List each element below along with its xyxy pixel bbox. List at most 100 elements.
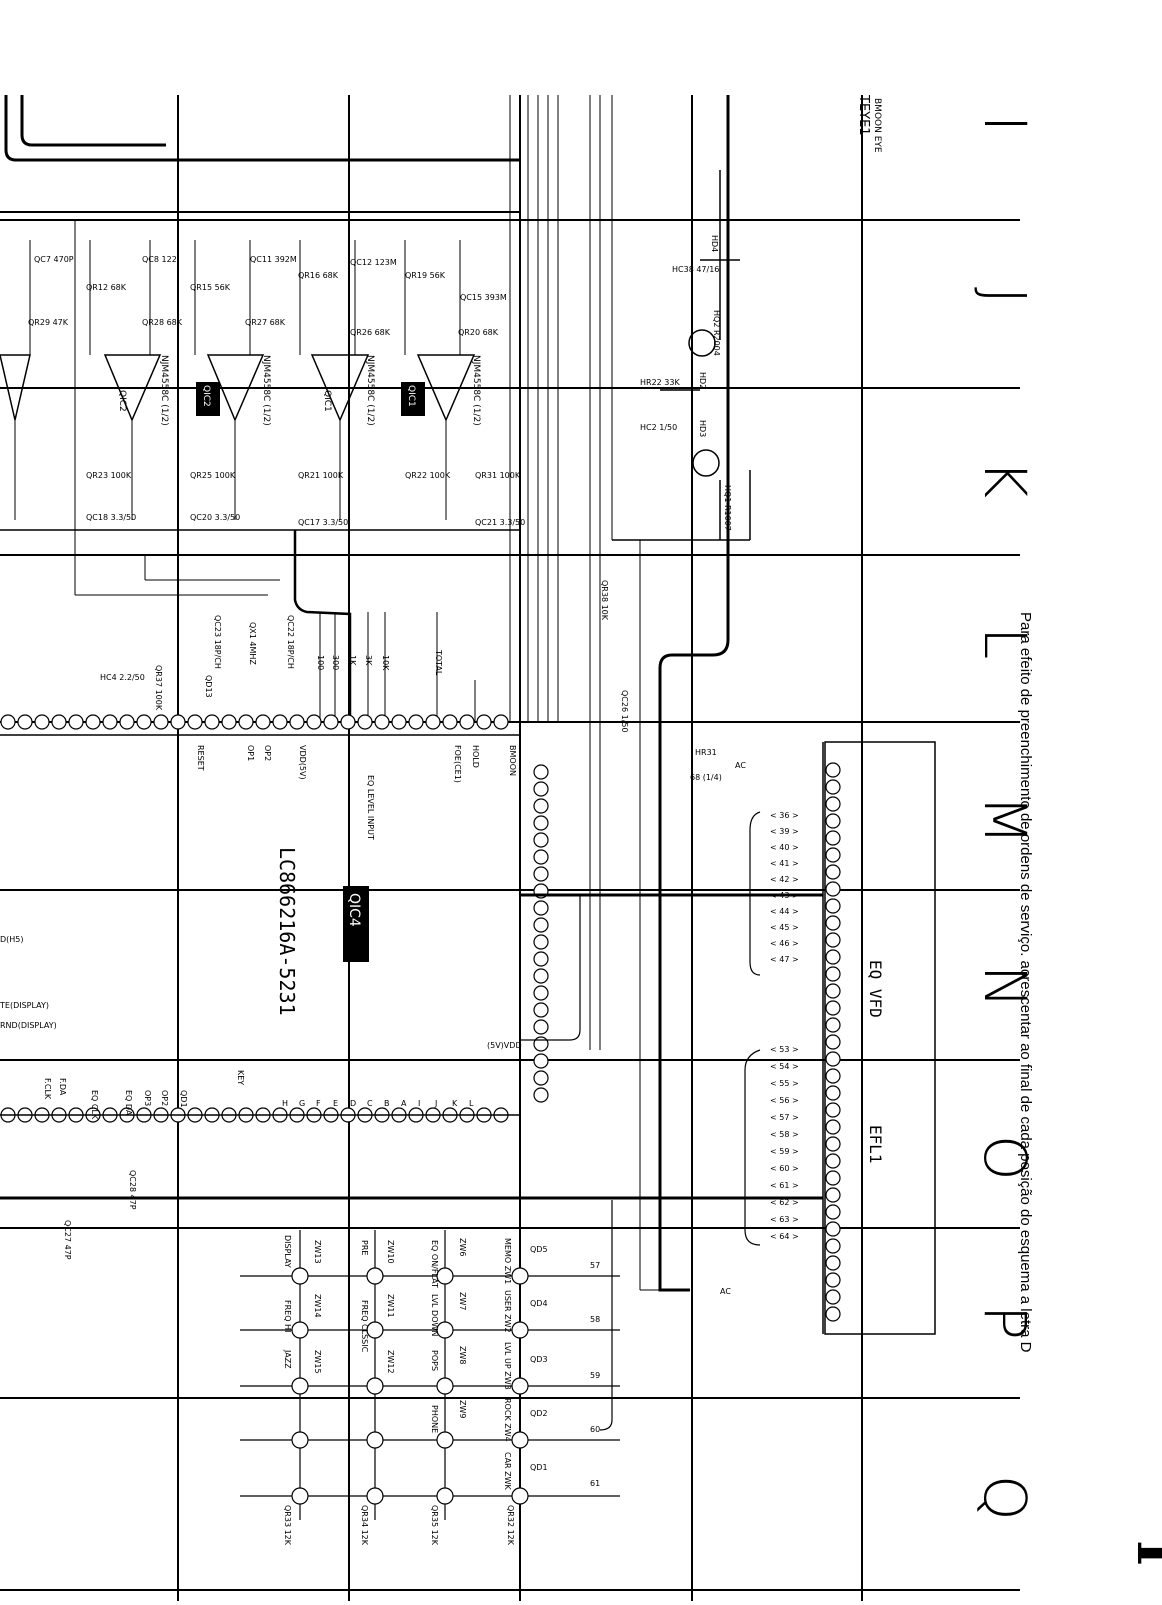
- pin-op1: OP1: [246, 745, 255, 761]
- mcu-pin: [323, 714, 339, 730]
- label-qr25: QR25 100K: [190, 471, 236, 480]
- pin-bmoon: BMOON: [508, 745, 517, 776]
- vfd-pin: [825, 1306, 841, 1322]
- matrix-row-3: ZW8: [458, 1346, 467, 1364]
- mcu-pin: [533, 781, 549, 797]
- grid-net-label: < 63 >: [770, 1215, 799, 1224]
- opamp-1-ref: QIC2: [117, 390, 127, 412]
- matrix-jazz: JAZZ: [283, 1349, 292, 1369]
- matrix-node: [291, 1321, 309, 1339]
- mcu-pin: [68, 714, 84, 730]
- vfd-pin: [825, 881, 841, 897]
- grid-net-label: < 57 >: [770, 1113, 799, 1122]
- mcu-pin: [85, 714, 101, 730]
- matrix-res-4: QR33 12K: [283, 1505, 292, 1546]
- matrix-zw15: ZW15: [313, 1350, 322, 1374]
- label-qc11: QC11 392M: [250, 255, 297, 264]
- matrix-node: [436, 1487, 454, 1505]
- opamp-stages: [0, 220, 476, 596]
- diode-1-ref: QD5: [530, 1245, 548, 1254]
- matrix-node: [291, 1431, 309, 1449]
- matrix-res-3: QR34 12K: [360, 1505, 369, 1546]
- mcu-pin: [533, 985, 549, 1001]
- bottom-fclk: F.CLK: [43, 1078, 52, 1100]
- vfd-pin: [825, 779, 841, 795]
- matrix-node: [366, 1431, 384, 1449]
- grid-net-label: < 60 >: [770, 1164, 799, 1173]
- label-qr22: QR22 100K: [405, 471, 451, 480]
- mcu-pin: [17, 714, 33, 730]
- grid-letter-q: Q: [971, 1475, 1039, 1521]
- freq-100: 100: [316, 655, 325, 670]
- mcu-pin: [533, 849, 549, 865]
- vfd-pin: [825, 1017, 841, 1033]
- vfd-pin: [825, 949, 841, 965]
- matrix-row-1: ZW6: [458, 1238, 467, 1256]
- mcu-pin: [533, 866, 549, 882]
- opamp-4-ref: QIC1: [406, 385, 416, 407]
- matrix-zw10: ZW10: [386, 1240, 395, 1264]
- matrix-col-5: CAR ZWK: [503, 1452, 512, 1491]
- bottom-eqclk: EQ CLK: [90, 1090, 99, 1120]
- mcu-pin: [289, 714, 305, 730]
- grid-net-label: < 40 >: [770, 843, 799, 852]
- mcu-pin: [374, 714, 390, 730]
- key-pin-f: F: [316, 1099, 321, 1108]
- vfd-pin: [825, 1238, 841, 1254]
- label-qr15: QR15 56K: [190, 283, 231, 292]
- matrix-row-4: ZW9: [458, 1400, 467, 1418]
- label-hc4: HC4 2.2/50: [100, 673, 145, 682]
- matrix-res-1: QR32 12K: [506, 1505, 515, 1546]
- vfd-label-2: EFL1: [866, 1125, 885, 1164]
- pin-reset: RESET: [196, 745, 205, 771]
- grid-net-label: < 36 >: [770, 811, 799, 820]
- matrix-node: [291, 1377, 309, 1395]
- grid-letter-l: L: [971, 627, 1039, 659]
- vfd-pin: [825, 1221, 841, 1237]
- mcu-pin: [533, 968, 549, 984]
- mcu-pin: [533, 832, 549, 848]
- key-pin-j: J: [434, 1099, 437, 1108]
- vfd-pin: [825, 830, 841, 846]
- grid-net-label: < 58 >: [770, 1130, 799, 1139]
- label-qc7: QC7 470P: [34, 255, 74, 264]
- vdd-tag: (5V)VDD: [487, 1041, 522, 1050]
- matrix-node: [366, 1487, 384, 1505]
- freq-3k: 3K: [364, 655, 373, 666]
- vfd-pin: [825, 1272, 841, 1288]
- mcu-pin: [51, 714, 67, 730]
- vfd-pin: [825, 1000, 841, 1016]
- label-hd2: HD2: [698, 372, 707, 389]
- mcu-pin: [102, 714, 118, 730]
- mcu-pin: [533, 1019, 549, 1035]
- pin-foe: FOE(CE1): [453, 745, 462, 783]
- matrix-col-4: ROCK ZW4: [503, 1398, 512, 1442]
- matrix-node: [511, 1487, 529, 1505]
- vfd-pin: [825, 1051, 841, 1067]
- grid-net-label: < 56 >: [770, 1096, 799, 1105]
- label-qc21: QC21 3.3/50: [475, 518, 525, 527]
- mcu-pin: [533, 934, 549, 950]
- label-qc22: QC22 18P/CH: [286, 615, 295, 669]
- mcu-pin: [391, 714, 407, 730]
- vfd-pin: [825, 983, 841, 999]
- mcu-pin: [255, 714, 271, 730]
- matrix-row-2: ZW7: [458, 1292, 467, 1310]
- matrix-display: DISPLAY: [283, 1235, 292, 1268]
- diode-3-net: 59: [590, 1371, 600, 1380]
- label-hr22: HR22 33K: [640, 378, 680, 387]
- long-traces: [509, 95, 730, 1292]
- ic-tag: QIC4: [346, 893, 362, 927]
- label-hq2: HQ2 R2004: [712, 310, 721, 356]
- vfd-pin: [825, 932, 841, 948]
- grid-letter-i: I: [971, 115, 1039, 132]
- vfd-label-1: EQ VFD: [866, 960, 885, 1018]
- matrix-node: [366, 1321, 384, 1339]
- matrix-lvl-down: LVL DOWN: [430, 1294, 439, 1336]
- transistor-section: [612, 170, 751, 541]
- matrix-node: [436, 1431, 454, 1449]
- vfd-pin: [825, 1187, 841, 1203]
- service-note: Para efeito de preenchimento de ordens d…: [1017, 612, 1034, 1353]
- vfd-pin: [825, 762, 841, 778]
